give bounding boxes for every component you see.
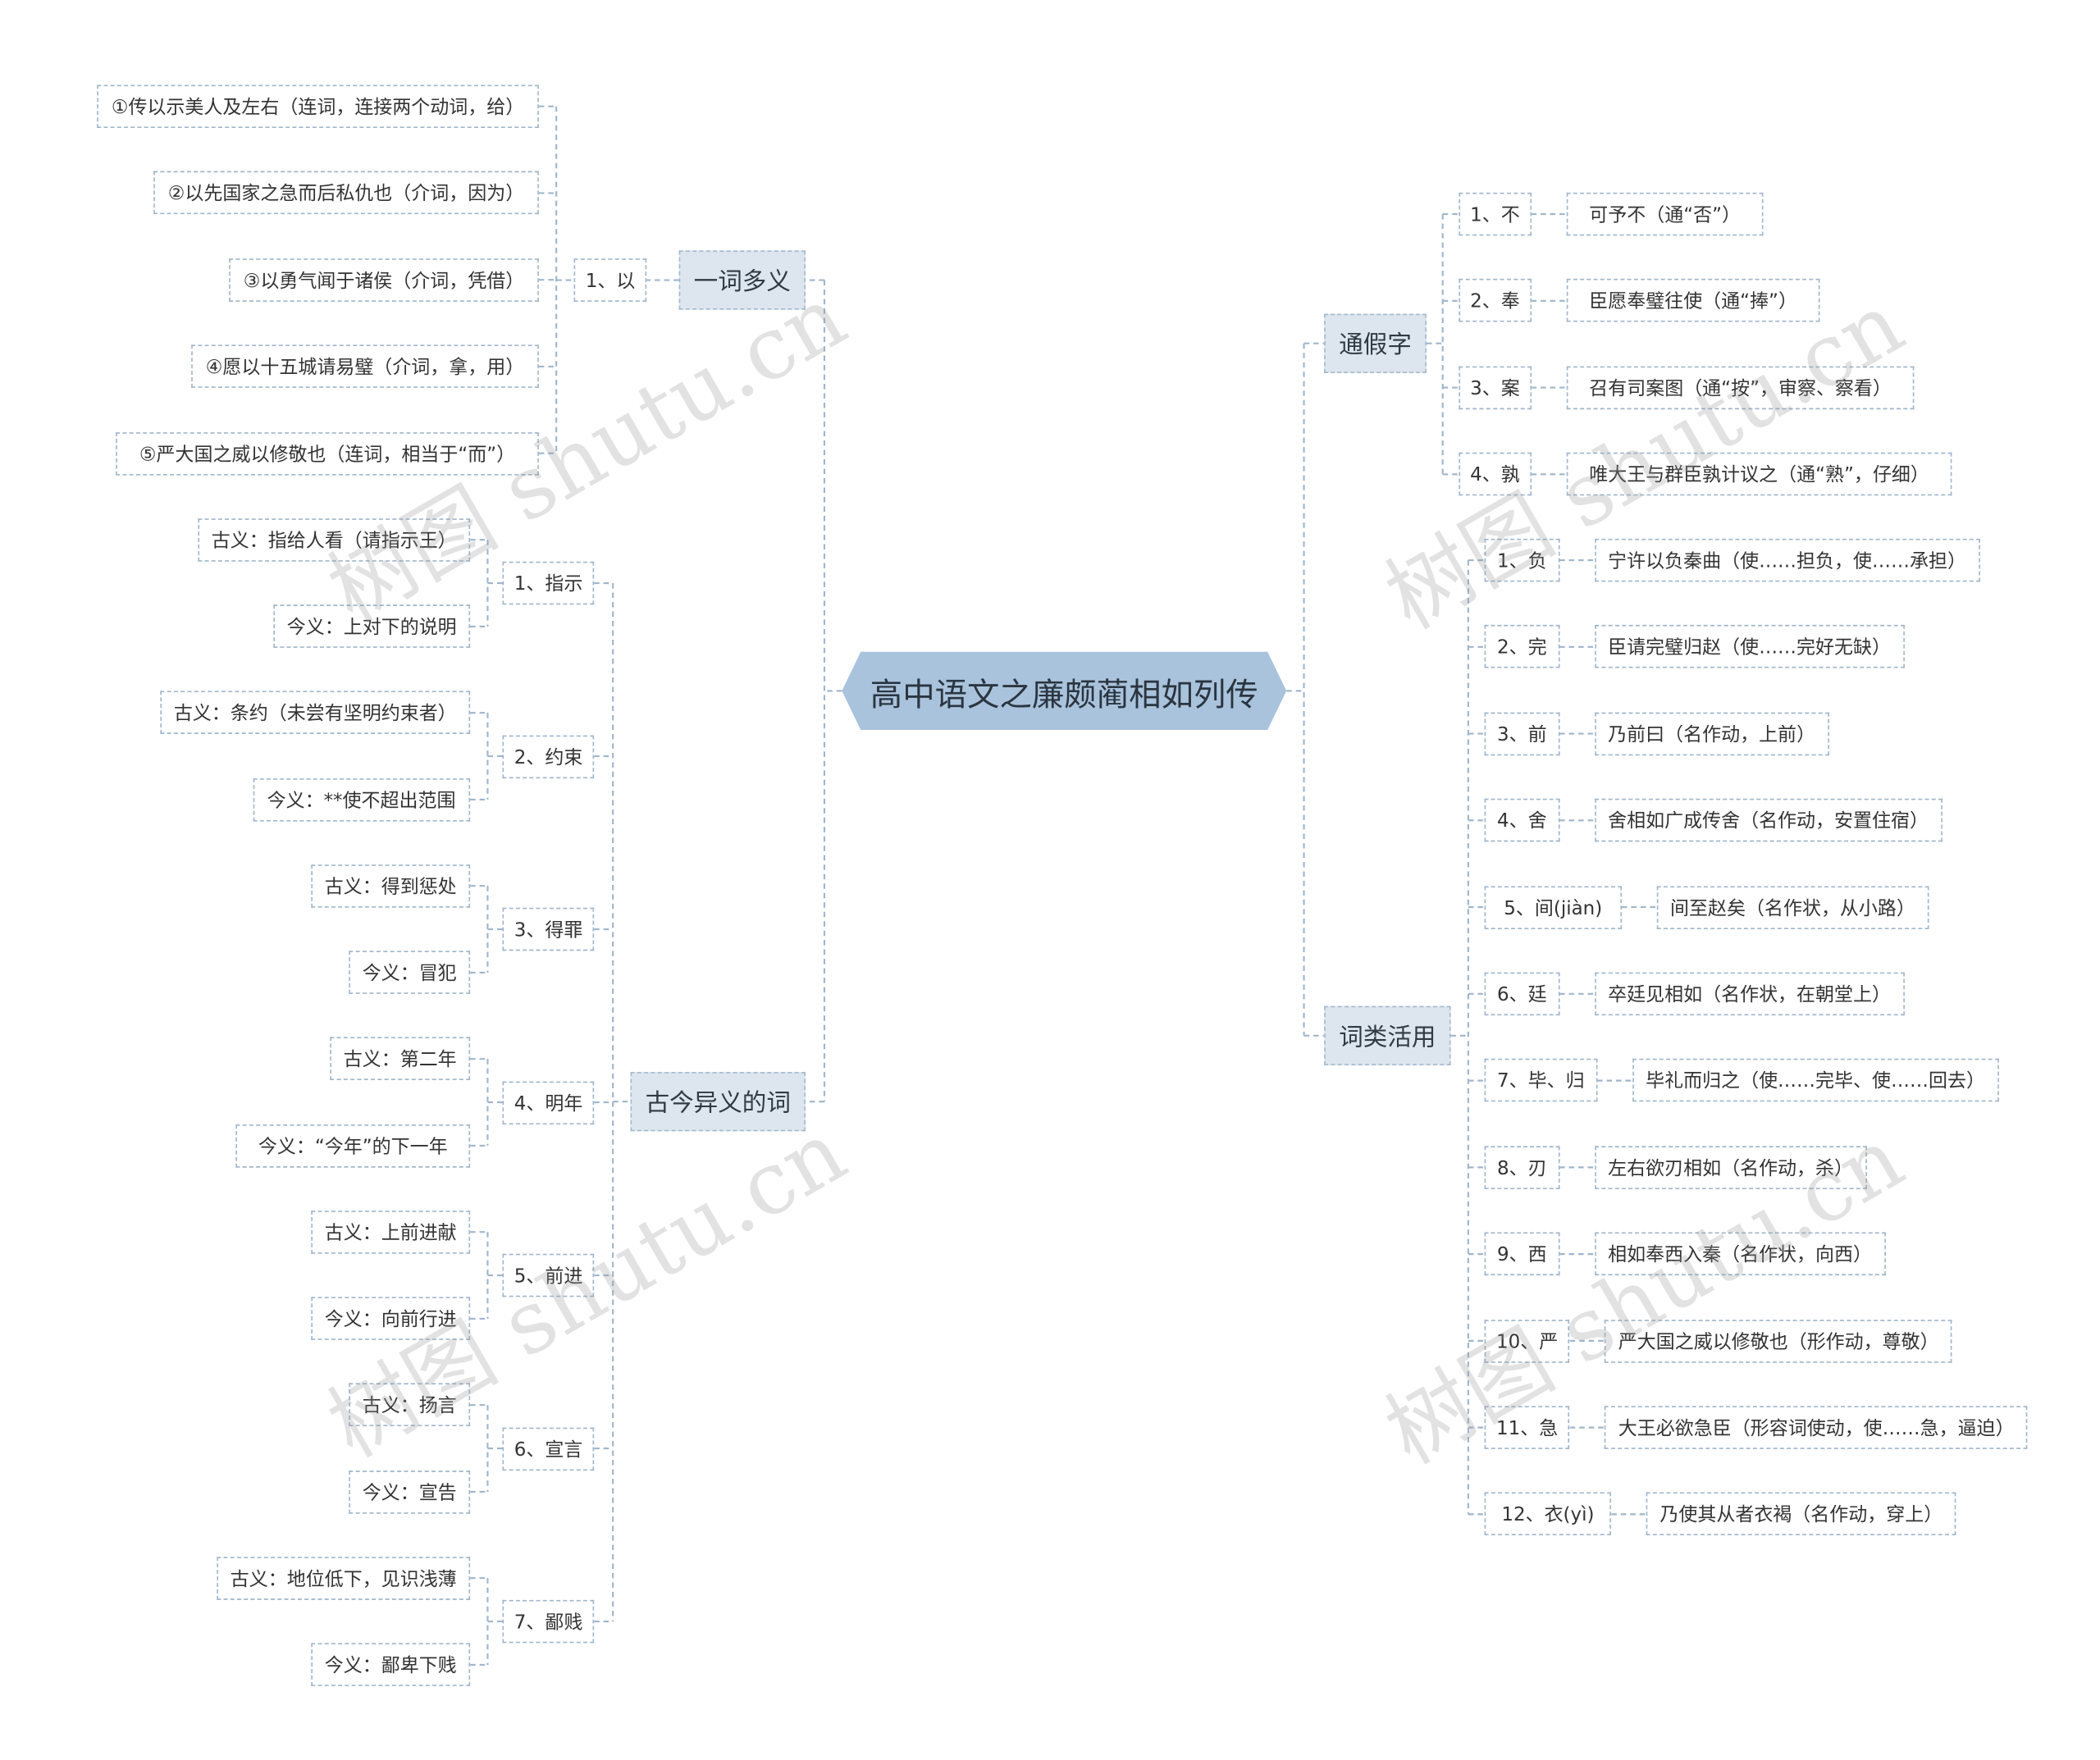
char-item[interactable]: 4、孰 bbox=[1459, 453, 1532, 496]
word-detail[interactable]: 舍相如广成传舍（名作动，安置住宿） bbox=[1594, 799, 1942, 842]
example-item[interactable]: ⑤严大国之威以修敬也（连词，相当于“而”） bbox=[116, 431, 539, 475]
word-item[interactable]: 6、廷 bbox=[1484, 972, 1560, 1016]
word-detail[interactable]: 毕礼而归之（使……完毕、使……回去） bbox=[1632, 1059, 1999, 1102]
example-item[interactable]: ②以先国家之急而后私仇也（介词，因为） bbox=[153, 171, 539, 215]
branch-ancient-modern[interactable]: 古今异义的词 bbox=[630, 1072, 806, 1132]
word-item[interactable]: 9、西 bbox=[1484, 1232, 1560, 1276]
definition-item[interactable]: 古义：上前进献 bbox=[311, 1210, 471, 1254]
definition-item[interactable]: 今义：鄙卑下贱 bbox=[311, 1643, 471, 1687]
definition-item[interactable]: 今义：上对下的说明 bbox=[273, 604, 471, 649]
word-detail[interactable]: 大王必欲急臣（形容词使动，使……急，逼迫） bbox=[1605, 1406, 2029, 1449]
definition-item[interactable]: 今义：向前行进 bbox=[311, 1297, 471, 1341]
branch-loan-characters[interactable]: 通假字 bbox=[1324, 313, 1427, 373]
word-detail[interactable]: 臣请完璧归赵（使……完好无缺） bbox=[1594, 625, 1905, 669]
definition-item[interactable]: 今义：冒犯 bbox=[349, 951, 471, 995]
word-detail[interactable]: 卒廷见相如（名作状，在朝堂上） bbox=[1594, 972, 1905, 1016]
word-detail[interactable]: 严大国之威以修敬也（形作动，尊敬） bbox=[1605, 1319, 1953, 1363]
word-item[interactable]: 4、舍 bbox=[1484, 799, 1560, 842]
definition-item[interactable]: 古义：地位低下，见识浅薄 bbox=[217, 1556, 471, 1600]
word-detail[interactable]: 乃前曰（名作动，上前） bbox=[1594, 712, 1829, 755]
definition-item[interactable]: 今义：宣告 bbox=[349, 1470, 471, 1514]
definition-item[interactable]: 古义：得到惩处 bbox=[311, 864, 471, 908]
word-item[interactable]: 11、急 bbox=[1484, 1406, 1570, 1449]
topic-yi[interactable]: 1、以 bbox=[574, 258, 647, 302]
branch-polysemy[interactable]: 一词多义 bbox=[678, 250, 806, 310]
term-item[interactable]: 4、明年 bbox=[502, 1080, 595, 1124]
word-item[interactable]: 8、刃 bbox=[1484, 1146, 1560, 1189]
char-detail[interactable]: 可予不（通“否”） bbox=[1566, 192, 1764, 236]
word-item[interactable]: 12、衣(yì) bbox=[1484, 1493, 1612, 1536]
char-item[interactable]: 1、不 bbox=[1459, 192, 1532, 236]
word-item[interactable]: 10、严 bbox=[1484, 1319, 1570, 1363]
char-detail[interactable]: 召有司案图（通“按”，审察、察看） bbox=[1566, 366, 1915, 409]
word-item[interactable]: 3、前 bbox=[1484, 712, 1560, 755]
root-title[interactable]: 高中语文之廉颇蔺相如列传 bbox=[870, 675, 1258, 714]
definition-item[interactable]: 古义：扬言 bbox=[349, 1383, 471, 1427]
definition-item[interactable]: 古义：第二年 bbox=[330, 1037, 471, 1081]
word-detail[interactable]: 乃使其从者衣褐（名作动，穿上） bbox=[1646, 1493, 1956, 1536]
example-item[interactable]: ④愿以十五城请易璧（介词，拿，用） bbox=[191, 344, 539, 389]
word-item[interactable]: 5、间(jiàn) bbox=[1484, 885, 1622, 929]
word-item[interactable]: 2、完 bbox=[1484, 625, 1560, 669]
term-item[interactable]: 7、鄙贱 bbox=[502, 1599, 595, 1644]
term-item[interactable]: 6、宣言 bbox=[502, 1426, 595, 1470]
term-item[interactable]: 3、得罪 bbox=[502, 907, 595, 951]
char-item[interactable]: 2、奉 bbox=[1459, 279, 1532, 323]
definition-item[interactable]: 古义：条约（未尝有坚明约束者） bbox=[160, 691, 471, 735]
definition-item[interactable]: 古义：指给人看（请指示王） bbox=[198, 518, 471, 562]
example-item[interactable]: ①传以示美人及左右（连词，连接两个动词，给） bbox=[97, 84, 539, 128]
term-item[interactable]: 1、指示 bbox=[502, 561, 595, 605]
char-item[interactable]: 3、案 bbox=[1459, 366, 1532, 409]
word-detail[interactable]: 间至赵矣（名作状，从小路） bbox=[1656, 885, 1929, 929]
word-detail[interactable]: 宁许以负秦曲（使……担负，使……承担） bbox=[1594, 538, 1980, 582]
word-detail[interactable]: 相如奉西入秦（名作状，向西） bbox=[1594, 1232, 1886, 1276]
branch-word-class-shift[interactable]: 词类活用 bbox=[1324, 1005, 1451, 1065]
word-item[interactable]: 7、毕、归 bbox=[1484, 1059, 1598, 1102]
definition-item[interactable]: 今义：**使不超出范围 bbox=[253, 777, 471, 822]
word-item[interactable]: 1、负 bbox=[1484, 538, 1560, 582]
word-detail[interactable]: 左右欲刃相如（名作动，杀） bbox=[1594, 1146, 1867, 1189]
char-detail[interactable]: 唯大王与群臣孰计议之（通“熟”，仔细） bbox=[1566, 453, 1952, 496]
term-item[interactable]: 2、约束 bbox=[502, 734, 595, 778]
root-shape bbox=[842, 651, 1287, 731]
definition-item[interactable]: 今义：“今年”的下一年 bbox=[235, 1124, 471, 1168]
char-detail[interactable]: 臣愿奉璧往使（通“捧”） bbox=[1566, 279, 1820, 323]
example-item[interactable]: ③以勇气闻于诸侯（介词，凭借） bbox=[229, 258, 539, 302]
term-item[interactable]: 5、前进 bbox=[502, 1253, 595, 1297]
